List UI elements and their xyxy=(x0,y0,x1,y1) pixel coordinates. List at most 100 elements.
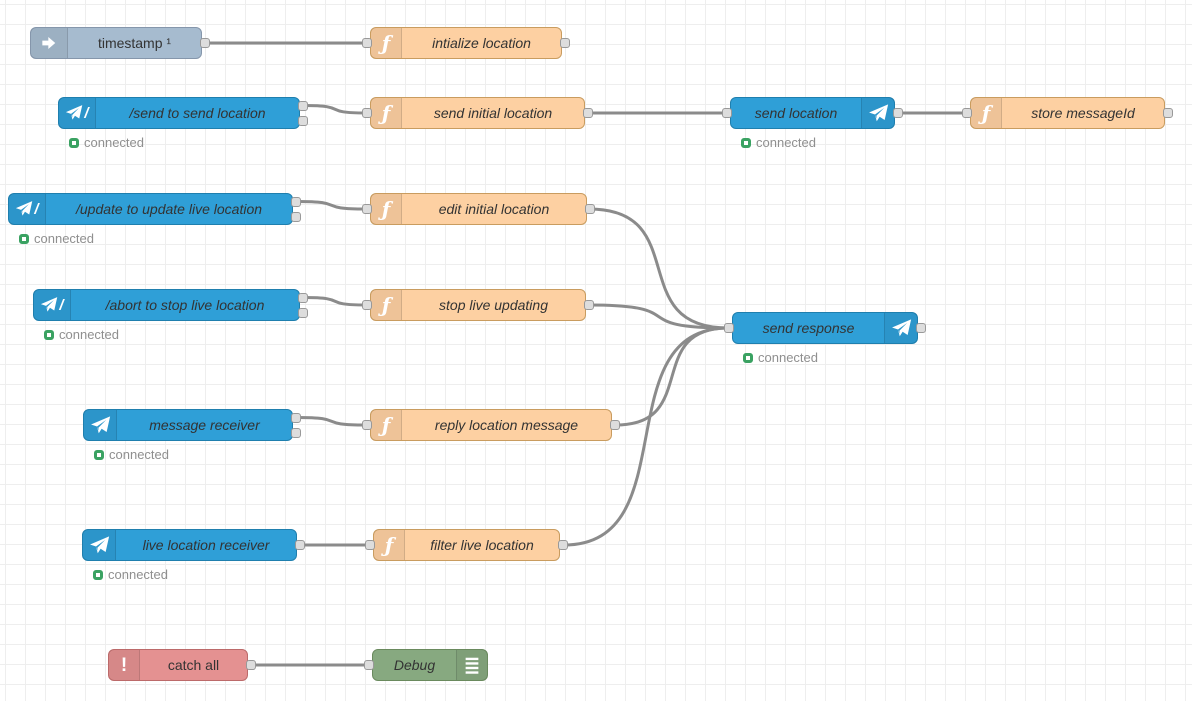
output-port[interactable] xyxy=(558,540,568,550)
node-catch-all[interactable]: !catch all xyxy=(108,649,256,681)
node-label: reply location message xyxy=(434,417,579,433)
input-port[interactable] xyxy=(722,108,732,118)
output-port[interactable] xyxy=(246,660,256,670)
output-port[interactable] xyxy=(291,212,301,222)
node-label: stop live updating xyxy=(439,297,548,313)
node-label: filter live location xyxy=(430,537,534,553)
output-port[interactable] xyxy=(295,540,305,550)
output-port[interactable] xyxy=(584,300,594,310)
wire[interactable] xyxy=(295,200,368,211)
wire[interactable] xyxy=(302,296,368,307)
output-port[interactable] xyxy=(291,428,301,438)
status-ring-icon xyxy=(19,233,29,244)
node-function-reply-location-message[interactable]: ƒ reply location message xyxy=(362,409,620,441)
output-port[interactable] xyxy=(298,293,308,303)
node-telegram-command-abort[interactable]: / /abort to stop live location connected xyxy=(33,289,308,342)
wire[interactable] xyxy=(587,207,730,330)
node-inject-timestamp[interactable]: timestamp ¹ xyxy=(8,27,210,59)
node-status: connected xyxy=(741,135,816,150)
status-ring-icon xyxy=(44,329,54,340)
output-port[interactable] xyxy=(298,116,308,126)
node-label: catch all xyxy=(167,657,220,673)
input-port[interactable] xyxy=(724,323,734,333)
output-port[interactable] xyxy=(298,308,308,318)
node-status: connected xyxy=(44,327,119,342)
input-port[interactable] xyxy=(362,204,372,214)
status-ring-icon xyxy=(743,352,753,363)
node-function-initialize-location[interactable]: ƒ intialize location xyxy=(362,27,570,59)
node-label: store messageId xyxy=(1031,105,1135,121)
input-port[interactable] xyxy=(365,540,375,550)
node-function-store-messageid[interactable]: ƒ store messageId xyxy=(962,97,1173,129)
telegram-plane-icon xyxy=(83,530,116,560)
node-label: intialize location xyxy=(432,35,531,51)
output-port[interactable] xyxy=(1163,108,1173,118)
node-telegram-sender-send-location[interactable]: send location connected xyxy=(722,97,903,150)
node-status: connected xyxy=(69,135,144,150)
node-telegram-receiver-live-location[interactable]: live location receiver connected xyxy=(82,529,305,582)
input-port[interactable] xyxy=(362,300,372,310)
node-label: /update to update live location xyxy=(75,201,263,217)
input-port[interactable] xyxy=(364,660,374,670)
wire[interactable] xyxy=(562,326,730,547)
status-text: connected xyxy=(109,447,169,462)
wire[interactable] xyxy=(295,416,368,427)
node-label: live location receiver xyxy=(142,537,270,553)
node-telegram-receiver-message[interactable]: message receiver connected xyxy=(83,409,301,462)
status-ring-icon xyxy=(741,137,751,148)
telegram-plane-slash-icon: / xyxy=(59,98,96,128)
function-icon: ƒ xyxy=(371,194,402,224)
node-label: /abort to stop live location xyxy=(105,297,265,313)
wire[interactable] xyxy=(614,326,730,427)
function-icon: ƒ xyxy=(971,98,1002,128)
node-label: send initial location xyxy=(433,105,553,121)
node-status: connected xyxy=(94,447,169,462)
output-port[interactable] xyxy=(916,323,926,333)
telegram-plane-icon xyxy=(84,410,117,440)
status-text: connected xyxy=(59,327,119,342)
wire[interactable] xyxy=(302,104,368,115)
function-icon: ƒ xyxy=(371,410,402,440)
input-port[interactable] xyxy=(362,420,372,430)
inject-arrow-icon xyxy=(31,28,68,58)
function-icon: ƒ xyxy=(371,28,402,58)
output-port[interactable] xyxy=(583,108,593,118)
input-port[interactable] xyxy=(362,38,372,48)
input-port[interactable] xyxy=(962,108,972,118)
status-ring-icon xyxy=(69,137,79,148)
function-icon: ƒ xyxy=(371,98,402,128)
node-label: message receiver xyxy=(149,417,260,433)
node-label: send location xyxy=(754,105,838,121)
output-port[interactable] xyxy=(893,108,903,118)
node-label: edit initial location xyxy=(438,201,550,217)
debug-lines-icon xyxy=(456,650,487,680)
wire[interactable] xyxy=(587,303,730,330)
output-port[interactable] xyxy=(585,204,595,214)
status-ring-icon xyxy=(93,569,103,580)
output-port[interactable] xyxy=(291,413,301,423)
status-text: connected xyxy=(758,350,818,365)
node-function-edit-initial-location[interactable]: ƒ edit initial location xyxy=(362,193,595,225)
telegram-plane-icon xyxy=(861,98,894,128)
status-text: connected xyxy=(84,135,144,150)
output-port[interactable] xyxy=(291,197,301,207)
output-port[interactable] xyxy=(298,101,308,111)
node-function-send-initial-location[interactable]: ƒ send initial location xyxy=(362,97,593,129)
node-label: Debug xyxy=(393,657,436,673)
output-port[interactable] xyxy=(200,38,210,48)
node-debug[interactable]: Debug xyxy=(364,649,514,681)
output-port[interactable] xyxy=(560,38,570,48)
status-text: connected xyxy=(108,567,168,582)
node-status: connected xyxy=(93,567,168,582)
output-port[interactable] xyxy=(610,420,620,430)
input-port[interactable] xyxy=(362,108,372,118)
telegram-plane-icon xyxy=(884,313,917,343)
telegram-plane-slash-icon: / xyxy=(34,290,71,320)
